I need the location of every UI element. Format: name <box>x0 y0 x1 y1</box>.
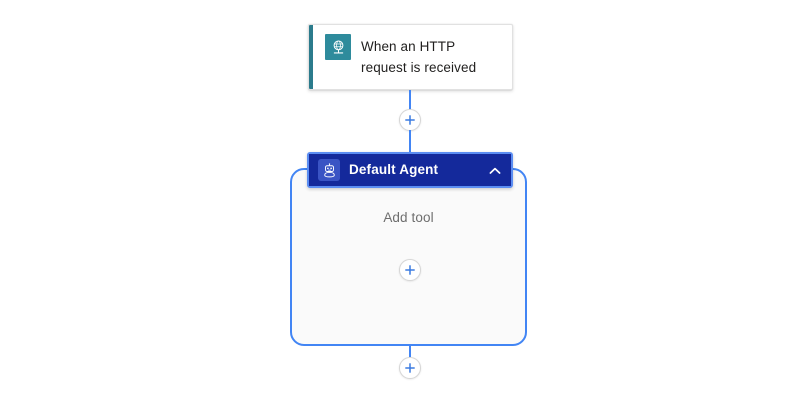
connector-line-after-agent <box>409 346 411 357</box>
add-step-button-after-trigger[interactable] <box>399 109 421 131</box>
add-step-button-after-agent[interactable] <box>399 357 421 379</box>
plus-icon <box>405 363 415 373</box>
add-tool-button[interactable] <box>399 259 421 281</box>
agent-node-default-agent[interactable]: Default Agent <box>307 152 513 188</box>
trigger-accent-bar <box>309 25 313 89</box>
agent-node-header[interactable]: Default Agent <box>309 154 511 186</box>
robot-agent-icon <box>318 159 340 181</box>
plus-icon <box>405 265 415 275</box>
agent-tools-container[interactable] <box>290 168 527 346</box>
connector-line-trigger-to-agent-upper <box>409 90 411 112</box>
add-tool-label: Add tool <box>383 210 434 225</box>
trigger-node-http-request[interactable]: When an HTTP request is received <box>308 24 513 90</box>
agent-node-title: Default Agent <box>349 162 439 177</box>
trigger-node-title: When an HTTP request is received <box>361 39 477 75</box>
chevron-up-icon[interactable] <box>487 163 503 179</box>
connector-line-trigger-to-agent-lower <box>409 130 411 156</box>
plus-icon <box>405 115 415 125</box>
http-request-globe-icon <box>325 34 351 60</box>
